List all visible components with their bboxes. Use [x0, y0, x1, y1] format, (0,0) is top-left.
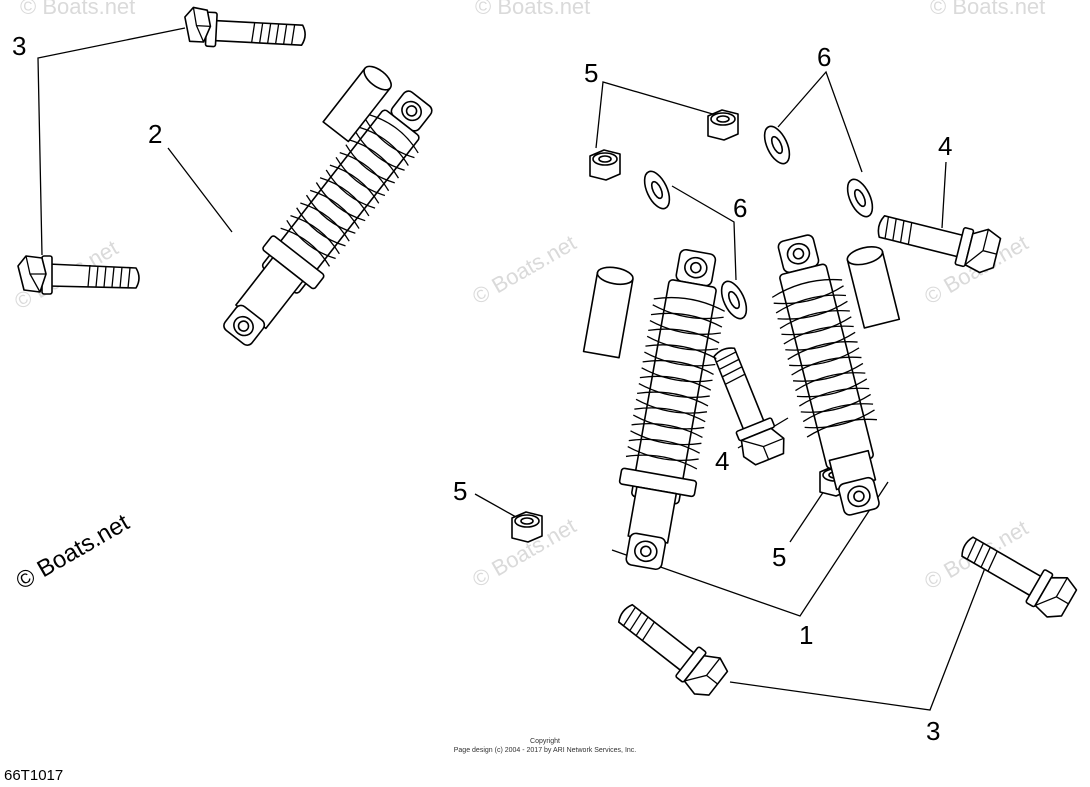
shock-absorber-left [223, 65, 433, 346]
watermark-faint: © Boats.net [930, 0, 1045, 19]
callout-3: 3 [926, 716, 940, 746]
washer-icon [846, 178, 874, 218]
callout-3: 3 [12, 31, 26, 61]
leader-1 [611, 481, 889, 617]
watermark-dark: © Boats.net [12, 509, 135, 595]
diagram-code: 66T1017 [4, 767, 63, 784]
bolt-icon [713, 347, 785, 466]
callout-4: 4 [938, 131, 952, 161]
bolt-icon [184, 6, 306, 48]
leader-2 [167, 147, 233, 233]
watermark-faint: © Boats.net [20, 0, 135, 19]
watermark-faint: © Boats.net [475, 0, 590, 19]
nut-icon [511, 511, 543, 543]
callout-6: 6 [817, 42, 831, 72]
bolt-icon [17, 255, 140, 295]
leader-5-left [474, 493, 517, 518]
leader-5-bottom [789, 487, 827, 543]
leader-5-top [595, 81, 717, 149]
watermark-faint: © Boats.net [468, 230, 580, 309]
callout-5: 5 [453, 476, 467, 506]
callout-labels: 3 2 5 6 6 4 4 5 5 1 3 [12, 31, 952, 746]
callout-4: 4 [715, 446, 729, 476]
washer-icon [720, 280, 748, 320]
leader-6-mid [671, 185, 737, 281]
copyright-title: Copyright [530, 738, 560, 745]
leader-lines [37, 27, 991, 711]
callout-5: 5 [584, 58, 598, 88]
bolt-icon [617, 603, 729, 696]
footer: Copyright Page design (c) 2004 - 2017 by… [4, 738, 636, 784]
nut-icon [589, 149, 621, 181]
callout-1: 1 [799, 620, 813, 650]
washer-icon [643, 170, 671, 210]
bolt-icon [961, 536, 1078, 618]
callout-5: 5 [772, 542, 786, 572]
leader-6-top [777, 70, 863, 173]
nut-icon [707, 109, 739, 141]
washer-icon [763, 125, 791, 165]
leader-3-right [729, 554, 991, 711]
shock-absorber-right [771, 234, 901, 516]
leader-3-left [37, 27, 186, 256]
callout-6: 6 [733, 193, 747, 223]
shock-absorber-front-left [582, 248, 725, 571]
bolt-icon [877, 215, 1002, 274]
callout-2: 2 [148, 119, 162, 149]
copyright-notice: Page design (c) 2004 - 2017 by ARI Netwo… [454, 747, 637, 754]
leader-4-right [941, 161, 947, 229]
